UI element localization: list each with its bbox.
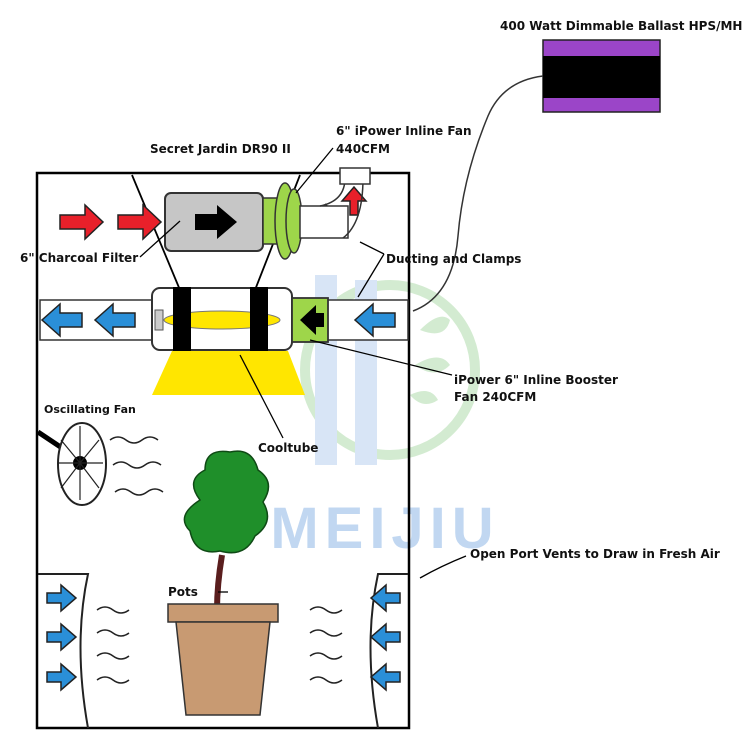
blue-arrow-icon [369, 622, 401, 652]
air-movement-lines [96, 436, 343, 684]
oscillating-fan-label: Oscillating Fan [44, 403, 136, 416]
blue-vent-arrows [46, 583, 401, 692]
booster-fan-label: iPower 6" Inline Booster [454, 373, 618, 387]
red-arrow-icon [117, 203, 163, 241]
cooltube-assembly [39, 287, 409, 395]
booster-fan-cfm-label: Fan 240CFM [454, 390, 536, 404]
red-arrow-icon [59, 203, 105, 241]
watermark-text: MEIJIU [270, 496, 499, 561]
potted-plant [167, 450, 279, 716]
inline-fan-cfm-label: 440CFM [336, 142, 390, 156]
inline-fan [262, 167, 371, 260]
ballast [542, 39, 661, 113]
blue-duct-arrows [40, 302, 396, 338]
blue-arrow-icon [46, 622, 78, 652]
blue-arrow-icon [369, 583, 401, 613]
cooltube-label: Cooltube [258, 441, 318, 455]
grow-tent [35, 171, 411, 730]
open-port-vents [38, 573, 408, 729]
black-arrow-icon [195, 205, 237, 239]
ballast-cord [412, 75, 544, 312]
blue-arrow-icon [46, 662, 78, 692]
reflector-label: Secret Jardin DR90 II [150, 142, 291, 156]
oscillating-fan [36, 422, 107, 506]
red-arrow-icon [340, 185, 368, 216]
pots-label: Pots [168, 585, 198, 599]
leader-lines [139, 147, 467, 593]
blue-arrow-icon [93, 302, 136, 338]
ballast-label: 400 Watt Dimmable Ballast HPS/MH [500, 19, 742, 33]
open-port-label: Open Port Vents to Draw in Fresh Air [470, 547, 720, 561]
charcoal-filter-label: 6" Charcoal Filter [20, 251, 138, 265]
blue-arrow-icon [46, 583, 78, 613]
light-beam [152, 351, 305, 395]
blue-arrow-icon [369, 662, 401, 692]
blue-arrow-icon [40, 302, 83, 338]
black-arrow-icon [300, 305, 324, 335]
inline-fan-label: 6" iPower Inline Fan [336, 124, 471, 138]
ducting-label: Ducting and Clamps [386, 252, 521, 266]
blue-arrow-icon [353, 302, 396, 338]
